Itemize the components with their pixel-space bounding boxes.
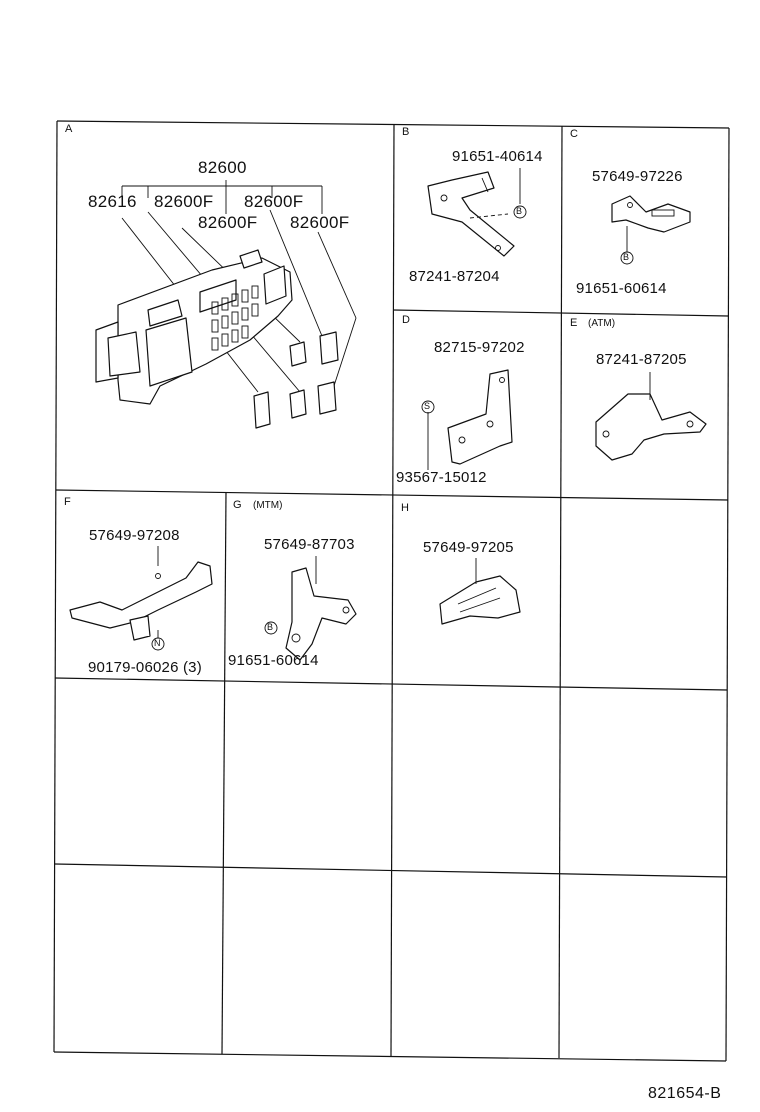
panel-label-e: E: [570, 317, 578, 329]
panel-label-a: A: [65, 123, 73, 135]
panel-note-g: (MTM): [253, 500, 283, 511]
panel-label-c: C: [570, 128, 578, 140]
part-number-57649-97226: 57649-97226: [592, 168, 683, 185]
grid-lines: [53, 120, 730, 1062]
part-number-57649-97208: 57649-97208: [89, 527, 180, 544]
part-number-82715-97202: 82715-97202: [434, 339, 525, 356]
screw-marker-s: S: [424, 401, 431, 411]
bolt-marker-c: B: [623, 252, 630, 262]
part-number-57649-97205: 57649-97205: [423, 539, 514, 556]
part-number-82600f-2: 82600F: [244, 192, 304, 211]
panel-note-e: (ATM): [588, 318, 616, 329]
part-number-91651-60614-g: 91651-60614: [228, 652, 319, 669]
part-number-87241-87204: 87241-87204: [409, 268, 500, 285]
part-number-90179-06026: 90179-06026 (3): [88, 659, 202, 676]
part-number-82600f-1: 82600F: [154, 192, 214, 211]
part-number-87241-87205: 87241-87205: [596, 351, 687, 368]
panel-label-h: H: [401, 502, 409, 514]
part-number-82600f-3: 82600F: [198, 213, 258, 232]
part-number-91651-60614-c: 91651-60614: [576, 280, 667, 297]
panel-label-d: D: [402, 314, 410, 326]
bolt-marker-g: B: [267, 622, 274, 632]
bracket-87241-87204-drawing: [427, 168, 527, 257]
junction-block-drawing: [95, 180, 357, 429]
part-number-82616: 82616: [88, 192, 137, 211]
bracket-57649-97208-drawing: [69, 546, 213, 651]
bracket-57649-87703-drawing: [264, 556, 357, 661]
bracket-82715-97202-drawing: [421, 369, 513, 470]
bracket-57649-97205-drawing: [439, 558, 521, 625]
nut-marker-n: N: [154, 638, 161, 648]
bolt-marker-b: B: [516, 206, 523, 216]
part-number-82600: 82600: [198, 158, 247, 177]
part-number-93567-15012: 93567-15012: [396, 469, 487, 486]
bracket-57649-97226-drawing: [611, 195, 691, 265]
part-number-91651-40614: 91651-40614: [452, 148, 543, 165]
drawing-number: 821654-B: [648, 1085, 722, 1102]
panel-label-b: B: [402, 126, 410, 138]
panel-label-g: G: [233, 499, 242, 511]
bracket-87241-87205-drawing: [595, 372, 707, 461]
part-number-57649-87703: 57649-87703: [264, 536, 355, 553]
panel-label-f: F: [64, 496, 71, 508]
part-number-82600f-4: 82600F: [290, 213, 350, 232]
